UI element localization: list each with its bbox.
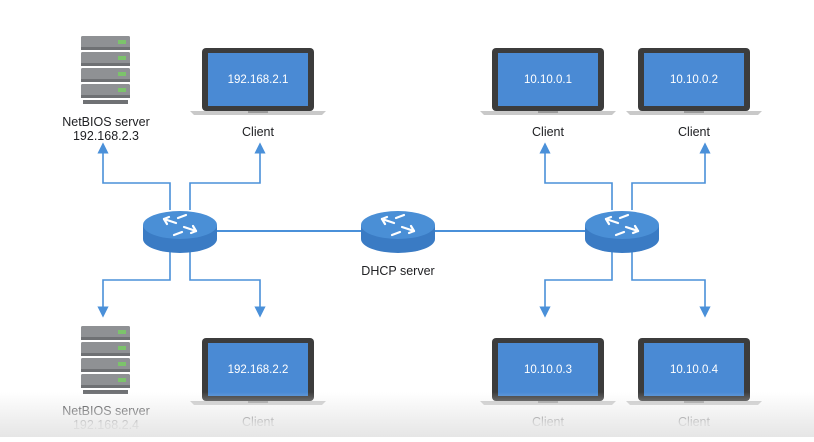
laptop-icon [190, 338, 326, 405]
arrow-icon [539, 142, 613, 210]
server-icon [81, 36, 130, 104]
laptop-icon [626, 48, 762, 115]
client-ip: 10.10.0.3 [524, 364, 572, 376]
client-ip: 10.10.0.2 [670, 74, 718, 86]
arrow-icon [631, 252, 711, 318]
netbios-name: NetBIOS server [62, 404, 150, 418]
arrow-icon [189, 142, 266, 210]
client-label: Client [678, 125, 710, 139]
laptop-icon [190, 48, 326, 115]
router-icon [585, 211, 659, 253]
dhcp-server-label: DHCP server [361, 264, 435, 278]
netbios-ip: 192.168.2.3 [72, 129, 140, 143]
client-label: Client [532, 125, 564, 139]
arrow-icon [631, 142, 711, 210]
arrow-icon [97, 142, 171, 210]
client-ip: 192.168.2.2 [227, 364, 289, 376]
client-label: Client [242, 415, 274, 429]
dhcp-router-icon [361, 211, 435, 253]
server-icon [81, 326, 130, 394]
client-ip: 10.10.0.1 [524, 74, 572, 86]
netbios-server-label-top: NetBIOS server 192.168.2.3 [62, 115, 150, 143]
client-label: Client [678, 415, 710, 429]
arrow-icon [97, 252, 171, 318]
client-label: Client [242, 125, 274, 139]
laptop-icon [480, 48, 616, 115]
netbios-ip: 192.168.2.4 [72, 418, 140, 432]
router-icon [143, 211, 217, 253]
arrow-icon [189, 252, 266, 318]
client-ip: 10.10.0.4 [670, 364, 718, 376]
netbios-name: NetBIOS server [62, 115, 150, 129]
netbios-server-label-bottom: NetBIOS server 192.168.2.4 [62, 404, 150, 432]
client-ip: 192.168.2.1 [227, 74, 289, 86]
arrow-icon [539, 252, 613, 318]
client-label: Client [532, 415, 564, 429]
